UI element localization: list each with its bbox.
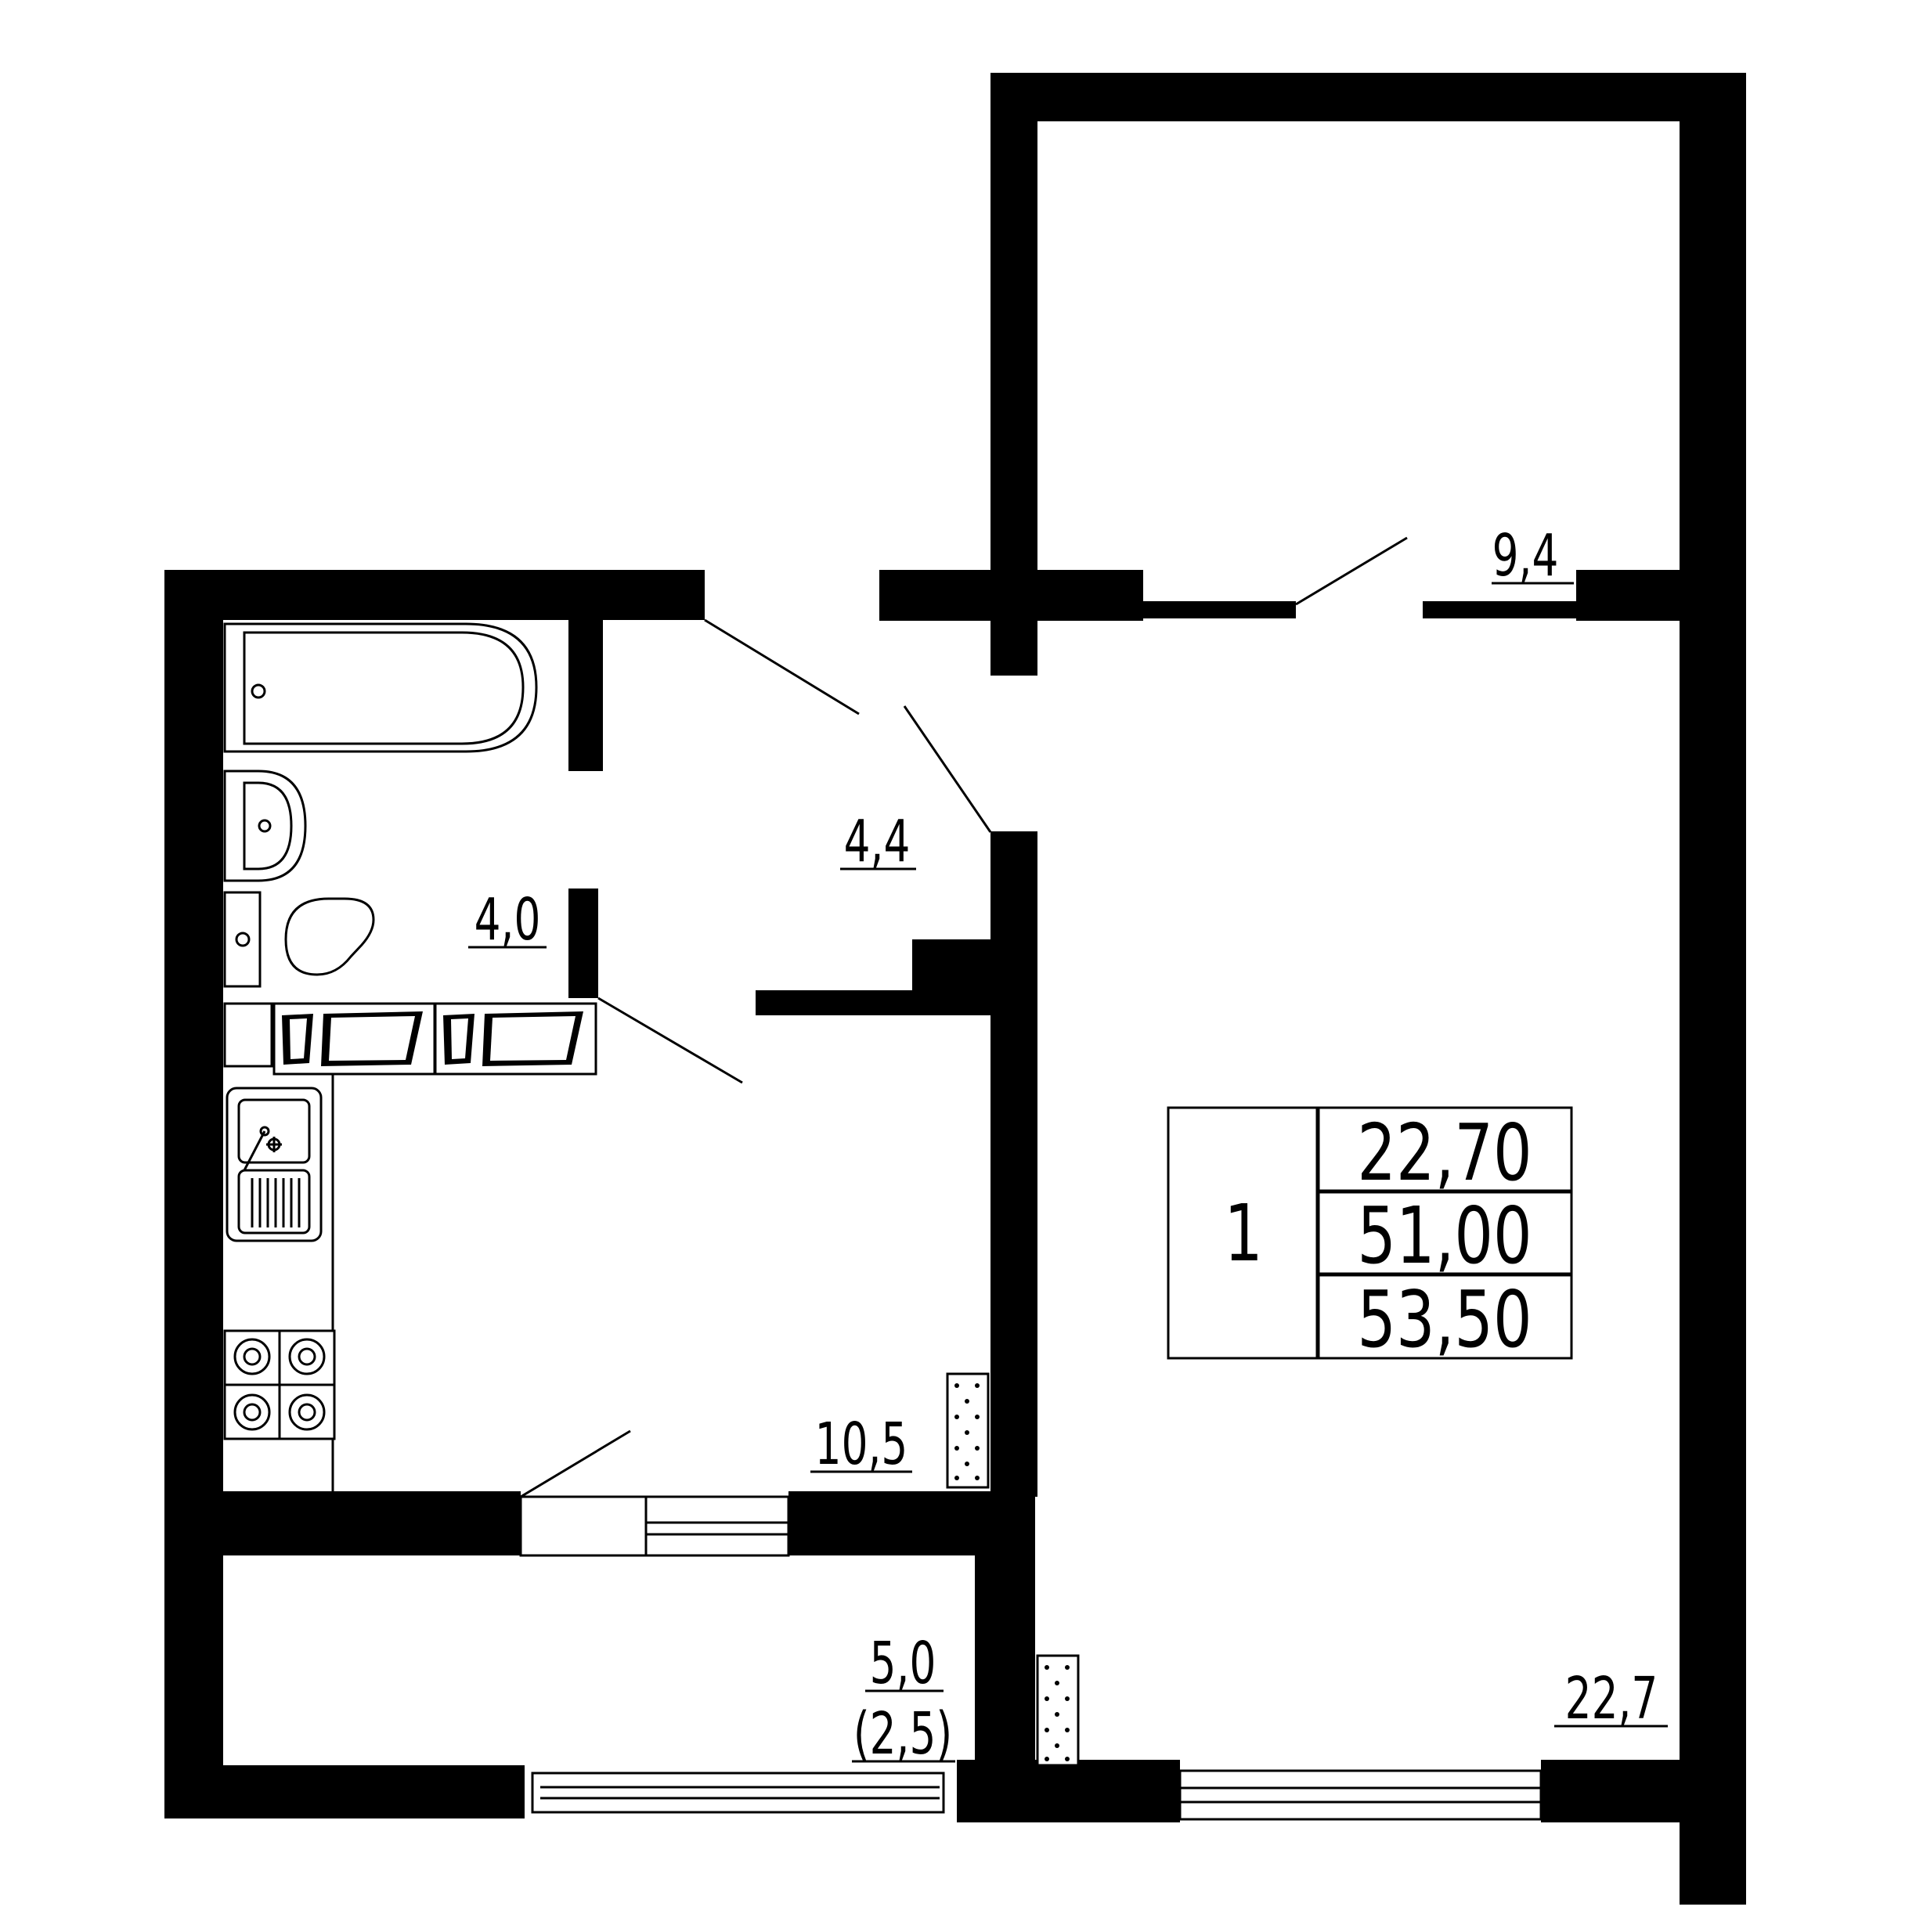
left-outer-wall xyxy=(164,570,223,1818)
kitchen-area-label: 10,5 xyxy=(815,1411,908,1478)
loggia-bottom-wall xyxy=(164,1765,525,1818)
kitchen-bottom-wall-left xyxy=(164,1491,521,1555)
wardrobe-door-panel-left xyxy=(1143,601,1296,618)
wardrobe-door-leaf xyxy=(1295,536,1408,606)
bath-partition-upper xyxy=(568,620,603,771)
living-left-wall xyxy=(990,831,1037,1497)
kitchen-fixtures xyxy=(223,1074,336,1491)
bath-top-wall xyxy=(164,570,705,620)
kitchen-balcony-door-window xyxy=(519,1495,790,1557)
walls xyxy=(164,73,1746,1905)
living-bottom-wall-right xyxy=(1541,1760,1746,1822)
loggia-door-leaf xyxy=(520,1429,631,1498)
kitchen-bottom-wall-right xyxy=(788,1491,1035,1555)
loggia-right-wall xyxy=(975,1554,1035,1773)
stove-icon xyxy=(223,1329,336,1440)
kitchen-vent-shaft-icon xyxy=(946,1372,990,1489)
bath-partition-lower xyxy=(568,889,598,998)
bathroom-door-leaf xyxy=(597,997,743,1084)
ventilation-shafts xyxy=(946,1372,1080,1767)
doors xyxy=(520,536,1408,1498)
partition-wall-left xyxy=(879,570,1143,621)
wardrobe-top-wall xyxy=(990,73,1746,121)
living-room-area-label: 22,7 xyxy=(1565,1665,1658,1732)
partition-wall-right xyxy=(1576,570,1686,621)
living-room-window xyxy=(1178,1769,1543,1821)
bathtub-icon xyxy=(223,622,538,753)
room-labels: 4,4 4,0 10,5 5,0 (2,5) 22,7 9,4 xyxy=(468,522,1668,1768)
washbasin-icon xyxy=(223,770,307,882)
wardrobe-door-panel-right xyxy=(1423,601,1576,618)
bathroom-fixtures xyxy=(223,622,597,1076)
bathroom-area-label: 4,0 xyxy=(474,886,541,953)
windows xyxy=(519,1495,1543,1821)
living-area-value: 22,70 xyxy=(1357,1108,1532,1199)
right-outer-wall xyxy=(1680,73,1746,1905)
area-summary-table: 1 22,70 51,00 53,50 xyxy=(1167,1106,1573,1366)
total-area-value: 51,00 xyxy=(1357,1191,1532,1282)
corridor-area-label: 4,4 xyxy=(844,808,911,875)
toilet-icon xyxy=(223,891,375,988)
loggia-reduced-area-label: (2,5) xyxy=(853,1700,952,1768)
room-count: 1 xyxy=(1224,1189,1263,1280)
living-vent-shaft-icon xyxy=(1036,1654,1080,1767)
entrance-door-leaf xyxy=(704,618,860,715)
washing-machines-icon xyxy=(223,1002,597,1076)
total-with-loggia-value: 53,50 xyxy=(1357,1275,1532,1366)
corridor-wall-step xyxy=(912,939,990,1015)
loggia-window xyxy=(531,1772,945,1814)
wardrobe-area-label: 9,4 xyxy=(1492,522,1559,589)
living-door-leaf xyxy=(903,705,992,833)
loggia-area-label: 5,0 xyxy=(870,1630,936,1697)
sink-icon xyxy=(226,1087,323,1242)
